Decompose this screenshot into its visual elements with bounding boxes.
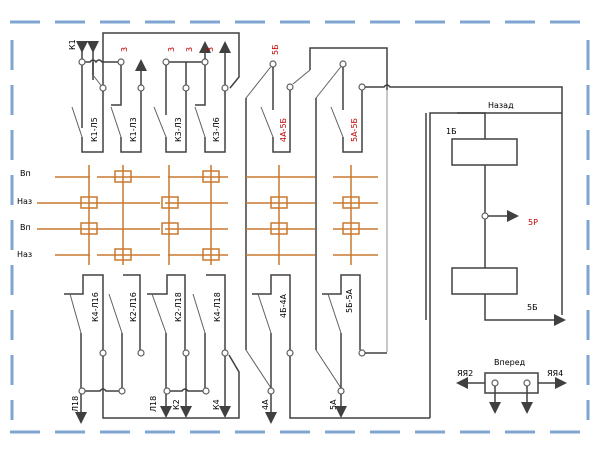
contact-label: К1-Л3: [129, 117, 138, 142]
output-label: К2: [172, 399, 181, 410]
terminal-node: [481, 212, 489, 220]
dashed-frame: [10, 20, 590, 434]
output-label: К4: [212, 399, 221, 410]
terminal-node: [182, 349, 190, 357]
bus-label: Наз: [17, 250, 32, 259]
contact-label: 4А-5Б: [279, 118, 288, 142]
contact-label: К2-Л18: [174, 292, 183, 322]
terminal-node: [117, 58, 125, 66]
relay-coil-top: [451, 138, 518, 166]
contact-label: 4Б-4А: [279, 293, 288, 318]
bus-label: Наз: [17, 197, 32, 206]
terminal-node: [99, 349, 107, 357]
terminal-node: [337, 387, 345, 395]
label-5b: 5Б: [271, 44, 280, 55]
contact-label: 5А-5Б: [350, 118, 359, 142]
label-3: 3: [185, 47, 194, 52]
output-5b-label: 5Б: [527, 303, 538, 312]
contact-label: К4-Л18: [213, 292, 222, 322]
forward-block: [456, 372, 567, 414]
terminal-node: [201, 58, 209, 66]
forward-left-label: ЯЯ2: [457, 369, 473, 378]
terminal-node: [269, 60, 277, 68]
terminal-node: [358, 349, 366, 357]
terminal-node: [221, 349, 229, 357]
terminal-node: [78, 387, 86, 395]
terminal-node: [163, 387, 171, 395]
relay-block-back: [425, 112, 566, 418]
contact-label: К3-Л3: [174, 117, 183, 142]
terminal-node: [162, 58, 170, 66]
terminal-node: [491, 379, 499, 387]
output-label: Л18: [71, 396, 80, 412]
bus-label: Вп: [20, 169, 31, 178]
terminal-node: [99, 84, 107, 92]
forward-right-label: ЯЯ4: [547, 369, 563, 378]
bus-grid: [37, 165, 378, 265]
contact-label: 5Б-5А: [345, 288, 354, 313]
forward-title: Вперед: [494, 358, 526, 367]
terminal-node: [78, 58, 86, 66]
relay-coil-bottom: [451, 267, 518, 295]
terminal-node: [221, 84, 229, 92]
output-5p-label: 5Р: [528, 218, 538, 227]
terminal-node: [202, 387, 210, 395]
coil-label: 1Б: [446, 127, 457, 136]
relay-title: Назад: [488, 101, 514, 110]
output-label: Л18: [149, 396, 158, 412]
terminal-node: [358, 83, 366, 91]
terminal-node: [182, 84, 190, 92]
label-3: 3: [120, 47, 129, 52]
terminal-node: [286, 83, 294, 91]
terminal-node: [267, 387, 275, 395]
label-3: 3: [167, 47, 176, 52]
contact-label: К4-Л16: [91, 292, 100, 322]
bottom-contacts-group: [64, 274, 430, 424]
label-k1: К1: [68, 39, 77, 50]
contact-label: К1-Л5: [90, 117, 99, 142]
terminal-node: [339, 60, 347, 68]
label-3: 3: [206, 47, 215, 52]
top-contacts-group: [71, 32, 563, 315]
terminal-node: [137, 349, 145, 357]
contact-label: К2-Л16: [129, 292, 138, 322]
terminal-node: [523, 379, 531, 387]
terminal-node: [118, 387, 126, 395]
terminal-node: [137, 84, 145, 92]
contact-label: К3-Л6: [212, 117, 221, 142]
output-label: 5А: [329, 399, 338, 410]
bus-label: Вп: [20, 223, 31, 232]
output-label: 4А: [261, 399, 270, 410]
terminal-node: [286, 349, 294, 357]
